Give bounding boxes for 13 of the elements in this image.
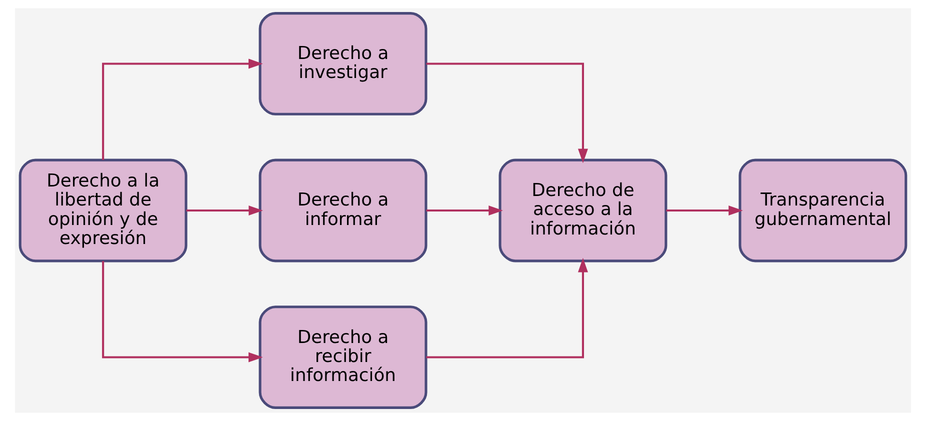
arrow (102, 58, 263, 160)
node-box: Derecho a informar (258, 158, 428, 262)
arrow (186, 205, 263, 216)
node-box: Derecho a investigar (258, 12, 428, 116)
node-box: Transparencia gubernamental (738, 158, 908, 262)
node-box: Derecho de acceso a la información (498, 158, 668, 262)
arrow (426, 62, 588, 164)
arrow (666, 205, 743, 216)
node-box: Derecho a recibir información (258, 306, 428, 409)
arrow (102, 261, 263, 362)
arrow (426, 258, 588, 358)
arrow (426, 205, 503, 216)
node-box: Derecho a la libertad de opinión y de expresión (18, 158, 188, 262)
